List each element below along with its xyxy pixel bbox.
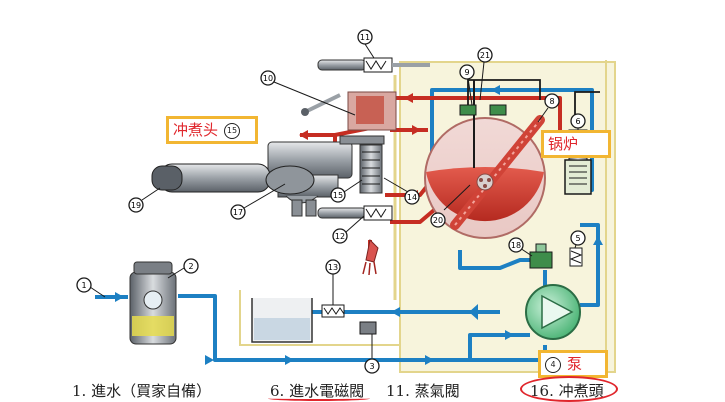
- svg-text:10: 10: [263, 74, 273, 83]
- svg-text:21: 21: [480, 51, 490, 60]
- pressure-switch: [459, 104, 507, 116]
- numbered-markers: 1 2 3 5 6 7 8 9 10 11 12 13 14 15 17 18 …: [76, 29, 586, 374]
- svg-text:19: 19: [131, 201, 141, 210]
- marker-15: 15: [330, 179, 363, 203]
- marker-14: 14: [383, 177, 420, 205]
- marker-6: 6: [570, 113, 586, 138]
- callout-brew-head-num: 15: [224, 122, 241, 139]
- svg-text:12: 12: [335, 232, 345, 241]
- water-softener: [129, 261, 177, 345]
- callout-brew-head-text: 冲煮头: [173, 121, 219, 139]
- marker-2: 2: [167, 258, 199, 279]
- svg-text:6: 6: [575, 117, 580, 126]
- svg-text:9: 9: [464, 68, 469, 77]
- svg-text:8: 8: [549, 97, 554, 106]
- marker-3: 3: [364, 334, 380, 374]
- svg-text:13: 13: [328, 263, 338, 272]
- marker-18: 18: [508, 237, 533, 257]
- marker-10: 10: [260, 70, 356, 116]
- svg-text:14: 14: [407, 193, 417, 202]
- marker-19: 19: [128, 187, 161, 213]
- callout-pump-num: 4: [545, 356, 561, 373]
- check-valve: [569, 247, 583, 267]
- marker-17: 17: [230, 183, 286, 220]
- drip-tray: [251, 298, 313, 343]
- marker-9: 9: [459, 64, 475, 106]
- expansion-valve: [529, 243, 553, 269]
- callout-brew-head: 冲煮头 15: [166, 116, 258, 144]
- callout-boiler-text: 锅炉: [548, 135, 579, 153]
- svg-text:3: 3: [369, 362, 374, 371]
- svg-text:1: 1: [81, 281, 86, 290]
- boiler: [424, 80, 546, 239]
- marker-13: 13: [325, 259, 341, 305]
- marker-20: 20: [430, 184, 471, 228]
- legend-highlight-oval: [520, 376, 618, 402]
- svg-text:18: 18: [511, 241, 521, 250]
- steam-lever: [301, 93, 341, 116]
- marker-11: 11: [357, 29, 375, 59]
- heating-element: [450, 115, 545, 230]
- legend-item-1: 1. 進水（買家自備）: [72, 382, 212, 400]
- svg-text:2: 2: [188, 262, 193, 271]
- steam-wand-tip: [362, 238, 379, 276]
- marker-21: 21: [477, 47, 493, 101]
- svg-text:17: 17: [233, 208, 243, 217]
- svg-text:5: 5: [575, 234, 580, 243]
- drain-valve: [359, 321, 377, 335]
- marker-1: 1: [76, 277, 106, 298]
- marker-5: 5: [570, 230, 586, 249]
- steam-valve: [317, 57, 430, 73]
- svg-text:20: 20: [433, 216, 443, 225]
- svg-text:15: 15: [333, 191, 343, 200]
- wiring: [467, 79, 600, 120]
- flow-arrows-blue: [115, 85, 603, 365]
- needle-valve: [321, 304, 345, 318]
- svg-text:11: 11: [360, 33, 370, 42]
- callout-pump-text: 泵: [567, 355, 583, 373]
- pump: [525, 284, 581, 340]
- hot-water-valve: [317, 205, 393, 221]
- legend-underline: [268, 396, 370, 401]
- marker-12: 12: [332, 215, 365, 244]
- marker-8: 8: [537, 93, 560, 123]
- portafilter: [151, 163, 315, 195]
- legend-item-11: 11. 蒸氣閥: [386, 382, 460, 400]
- callout-boiler: 锅炉: [541, 130, 611, 158]
